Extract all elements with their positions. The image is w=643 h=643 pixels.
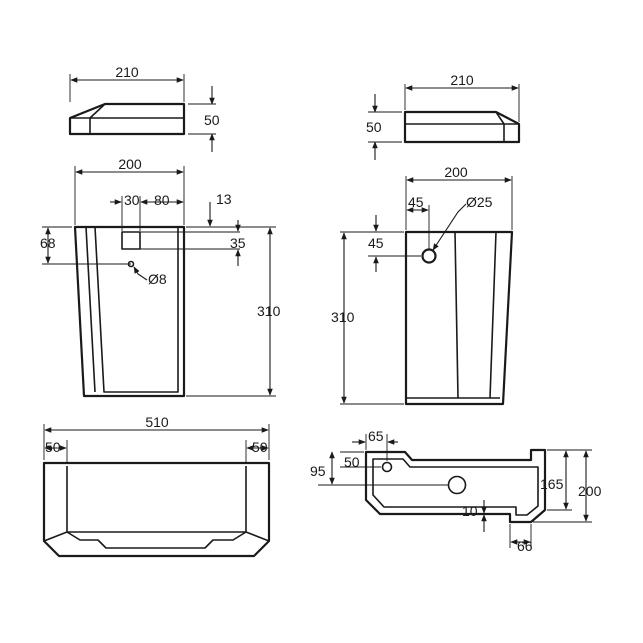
top-depth-165-label: 165 [540, 476, 564, 492]
top-large-hole-y-label: 95 [310, 463, 326, 479]
small-hole-diameter-label: Ø8 [148, 271, 167, 287]
top-view-large-hole [447, 475, 467, 495]
front-lid-outline [68, 102, 186, 136]
plan-left-margin-label: 50 [45, 439, 61, 455]
hole-height-label: 68 [40, 235, 56, 251]
side-body-width-label: 200 [444, 164, 468, 180]
side-lid-height-label: 50 [366, 119, 382, 135]
top-view-inner-line [372, 458, 539, 516]
hole-offset-label: 45 [408, 194, 424, 210]
side-lid-bevel [405, 111, 519, 142]
front-small-hole [127, 260, 135, 268]
top-depth-200-label: 200 [578, 483, 602, 499]
lid-width-label: 210 [115, 64, 139, 80]
top-view-outline [364, 448, 547, 524]
top-small-hole-y-label: 50 [344, 454, 360, 470]
top-offset-label: 13 [216, 191, 232, 207]
cutout-height-label: 35 [230, 235, 246, 251]
plan-front-outline [42, 461, 271, 558]
cutout-offset-label: 80 [154, 192, 170, 208]
side-elevation-view: 210 50 200 45 Ø25 45 310 [331, 72, 521, 406]
top-step-10-label: 10 [462, 503, 478, 519]
large-hole-diameter-label: Ø25 [466, 194, 493, 210]
side-large-hole [421, 248, 437, 264]
top-view-small-hole [381, 461, 393, 473]
lid-height-label: 50 [204, 112, 220, 128]
side-body-inner-wall [406, 231, 500, 399]
side-body-height-label: 310 [331, 309, 355, 325]
side-lid-outline [403, 110, 521, 144]
top-plan-view: 65 50 95 165 200 10 66 [310, 428, 602, 554]
front-plan-view: 510 50 50 [42, 414, 271, 558]
front-cutout [121, 231, 141, 250]
front-lid-bevel [70, 103, 184, 134]
plan-width-label: 510 [145, 414, 169, 430]
body-height-label: 310 [257, 303, 281, 319]
top-small-hole-x-label: 65 [368, 428, 384, 444]
front-elevation-view: 210 50 200 30 80 13 35 [40, 64, 281, 398]
side-body-outline [404, 230, 514, 406]
side-lid-width-label: 210 [450, 72, 474, 88]
top-notch-66-label: 66 [517, 538, 533, 554]
plan-right-margin-label: 50 [252, 439, 268, 455]
hole-depth-label: 45 [368, 235, 384, 251]
cutout-width-label: 30 [124, 192, 140, 208]
plan-front-inner-line [43, 466, 270, 549]
front-body-inner-wall [85, 226, 179, 393]
body-width-label: 200 [118, 156, 142, 172]
